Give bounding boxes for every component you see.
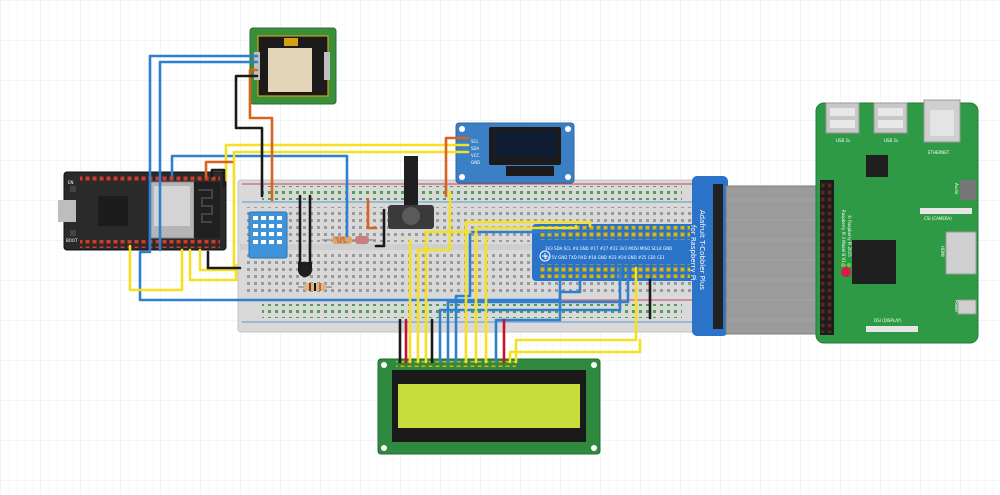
- pi-copyright-label: © Raspberry Pi 2015: [847, 215, 852, 257]
- power-label: Power: [954, 300, 959, 312]
- en-label: EN: [68, 180, 74, 185]
- t-cobbler-logo-icon: [539, 250, 551, 262]
- lan-chip-icon: [866, 155, 888, 177]
- dsi-connector: [866, 326, 918, 332]
- csi-connector: [920, 208, 972, 214]
- usb-label-2: USB 2x: [884, 138, 899, 143]
- potentiometer[interactable]: [388, 156, 434, 229]
- raspberry-pi[interactable]: USB 2x USB 2x ETHERNET Audio CSI (CAMERA…: [815, 99, 979, 344]
- raspberry-logo-icon: [841, 263, 851, 277]
- usb-port-1: [825, 102, 860, 134]
- dsi-label: DSI (DISPLAY): [874, 318, 902, 323]
- power-port-icon: [957, 299, 977, 315]
- transistor[interactable]: [298, 262, 312, 277]
- oled-pin-scl: SCL: [471, 139, 479, 144]
- oled-pin-sda: SDA: [471, 146, 480, 151]
- photoresistor[interactable]: [322, 236, 376, 244]
- t-cobbler[interactable]: 3V3 SDA SCL #4 GND #17 #27 #22 3V3 MOSI …: [532, 176, 728, 336]
- hdmi-port-icon: [945, 231, 977, 275]
- usb-port-2: [873, 102, 908, 134]
- oled-pin-vcc: VCC: [471, 153, 480, 158]
- t-cobbler-sublabel: for Raspberry Pi: [689, 225, 697, 281]
- svg-text:3V3 SDA SCL #4 GND #17 #27 #22: 3V3 SDA SCL #4 GND #17 #27 #22 3V3 MOSI …: [545, 246, 672, 251]
- ethernet-port: [923, 99, 961, 143]
- wires: [128, 54, 652, 364]
- lcd-display[interactable]: [377, 358, 601, 455]
- audio-jack-icon: [960, 180, 976, 200]
- ribbon-cable-lines: [726, 199, 822, 321]
- soc-chip-icon: [852, 240, 896, 284]
- t-cobbler-pin-labels: 3V3 SDA SCL #4 GND #17 #27 #22 3V3 MOSI …: [545, 246, 672, 260]
- boot-button[interactable]: [70, 230, 76, 236]
- pi-model-label: Raspberry Pi 3 Model B V1.2: [841, 210, 846, 267]
- dht11-sensor[interactable]: [248, 211, 288, 259]
- csi-label: CSI (CAMERA): [924, 216, 952, 221]
- en-button[interactable]: [70, 186, 76, 192]
- t-cobbler-label: Adafruit T-Cobbler Plus: [698, 210, 706, 290]
- esp32-board[interactable]: EN BOOT: [58, 171, 227, 251]
- oled-display[interactable]: SCL SDA VCC GND: [455, 122, 575, 184]
- boot-label: BOOT: [66, 238, 78, 243]
- hdmi-label: HDMI: [940, 246, 945, 257]
- usb-label-1: USB 2x: [836, 138, 851, 143]
- audio-label: Audio: [954, 183, 959, 195]
- gps-module[interactable]: [249, 27, 337, 105]
- oled-pin-gnd: GND: [471, 160, 480, 165]
- resistor[interactable]: [298, 283, 332, 291]
- svg-text:5V 5V GND TXD RXD #18 GND #23: 5V 5V GND TXD RXD #18 GND #23 #24 GND #2…: [545, 255, 665, 260]
- ethernet-label: ETHERNET: [928, 150, 950, 155]
- usb-port-icon: [58, 200, 76, 222]
